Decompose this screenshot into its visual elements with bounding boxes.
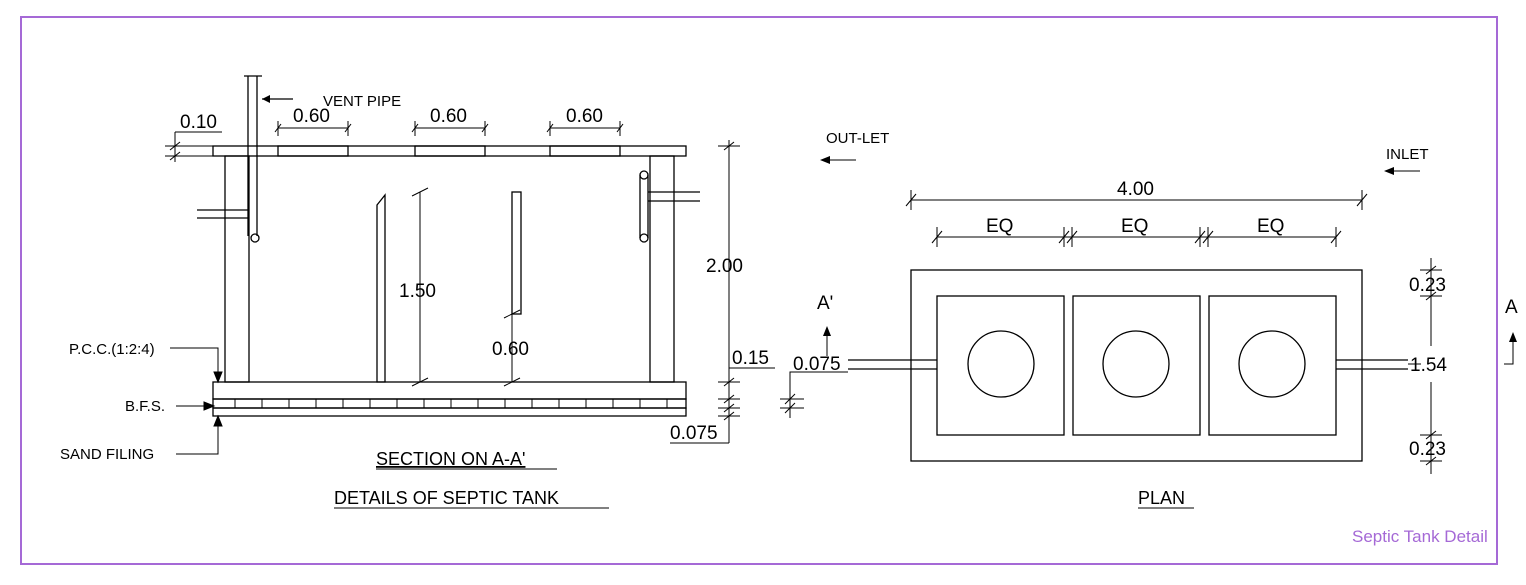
plan-pipes <box>848 359 1408 370</box>
base-thickness-label: 0.15 <box>732 348 769 369</box>
vent-pipe-label: VENT PIPE <box>323 93 401 110</box>
tank-outline <box>910 269 1363 462</box>
left-wall <box>224 155 250 383</box>
top-slab <box>212 145 687 157</box>
wall-top-label: 0.23 <box>1409 275 1446 296</box>
sand-label: SAND FILING <box>60 446 154 463</box>
plan-view: OUT-LET INLET 4.00 <box>780 130 1518 509</box>
pipe-size-label: 0.075 <box>793 354 841 375</box>
overall-length-dim <box>905 190 1368 210</box>
chamber-2 <box>1072 295 1201 436</box>
drawing-frame <box>20 16 1498 565</box>
plan-title: PLAN <box>1138 488 1185 508</box>
section-title: SECTION ON A-A' <box>376 449 525 469</box>
sand-layer <box>212 407 687 417</box>
pcc-label: P.C.C.(1:2:4) <box>69 341 155 358</box>
opening-dim-1: 0.60 <box>293 106 330 127</box>
chamber-1 <box>936 295 1065 436</box>
opening-dim-3: 0.60 <box>566 106 603 127</box>
section-subtitle: DETAILS OF SEPTIC TANK <box>334 488 559 508</box>
chamber-3 <box>1208 295 1337 436</box>
overall-height-label: 2.00 <box>706 256 743 277</box>
bfs-bricks <box>234 399 668 408</box>
chamber-dim-1: EQ <box>986 216 1013 237</box>
manhole-1 <box>967 330 1035 398</box>
slab-thickness-label: 0.10 <box>180 112 217 133</box>
slab-opening-1 <box>277 145 349 157</box>
pipe-size-dim <box>780 371 848 418</box>
base-thickness-dim <box>670 367 775 444</box>
chamber-dim-3: EQ <box>1257 216 1284 237</box>
opening-dimensions <box>274 121 624 136</box>
vent-pipe <box>197 75 293 243</box>
bfs-layer <box>212 398 687 409</box>
baffle-height-dim <box>411 187 429 387</box>
sand-thickness-label: 0.075 <box>670 423 718 444</box>
overall-height-dim <box>718 140 740 387</box>
slab-thickness-dim <box>165 131 222 162</box>
bfs-label: B.F.S. <box>125 398 165 415</box>
slab-opening-3 <box>549 145 621 157</box>
section-marker-right: A <box>1505 297 1518 318</box>
baffle-1 <box>376 193 386 383</box>
wall-bottom-label: 0.23 <box>1409 439 1446 460</box>
leaders <box>170 347 223 455</box>
baffle-gap-label: 0.60 <box>492 339 529 360</box>
baffle-gap-dim <box>503 309 521 387</box>
section-inlet-pipe <box>639 170 700 243</box>
baffle-height-label: 1.50 <box>399 281 436 302</box>
manhole-3 <box>1238 330 1306 398</box>
manhole-2 <box>1102 330 1170 398</box>
opening-dim-2: 0.60 <box>430 106 467 127</box>
overall-length-label: 4.00 <box>1117 179 1154 200</box>
inner-width-label: 1.54 <box>1410 355 1447 376</box>
baffle-2 <box>511 191 522 315</box>
right-wall <box>649 155 675 383</box>
slab-opening-2 <box>414 145 486 157</box>
inlet-label: INLET <box>1386 146 1429 163</box>
pcc-base <box>212 381 687 400</box>
outlet-label: OUT-LET <box>826 130 889 147</box>
section-marker-left: A' <box>817 293 833 314</box>
chamber-dims <box>931 227 1342 247</box>
section-view: VENT PIPE 0.60 0.60 0.60 <box>60 75 775 509</box>
chamber-dim-2: EQ <box>1121 216 1148 237</box>
watermark: Septic Tank Detail <box>1352 527 1488 546</box>
